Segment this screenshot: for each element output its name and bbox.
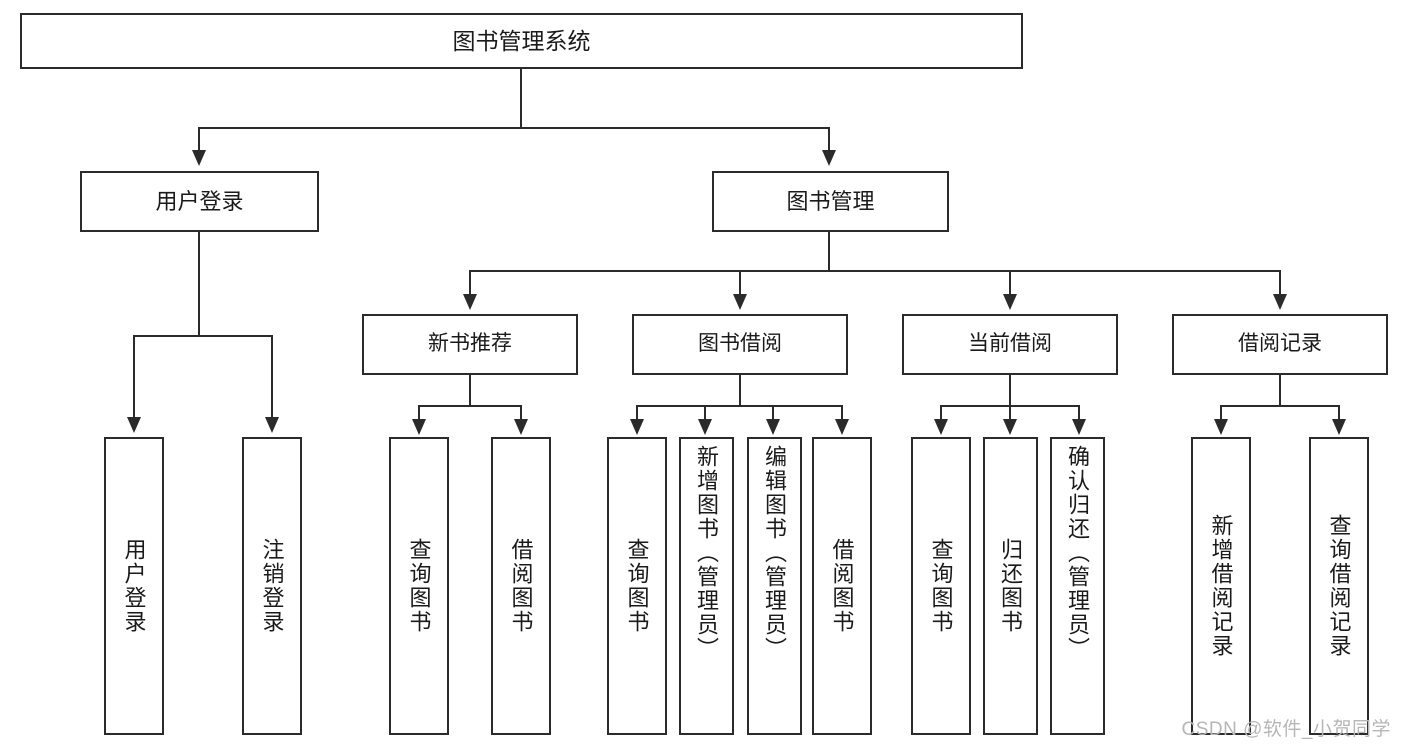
connector-borrow-record-stem: [1279, 375, 1281, 405]
leaf-book-borrow-edit-book-admin[interactable]: 编辑图书（管理员）: [747, 437, 802, 735]
node-label: 归还图书: [998, 538, 1024, 634]
connector-book-borrow-leaf-3: [772, 405, 774, 421]
leaf-borrow-record-query-record[interactable]: 查询借阅记录: [1309, 437, 1369, 735]
connector-current-borrow-leaf-3: [1078, 405, 1080, 421]
arrow-to-new-book-recommend: [463, 294, 477, 310]
node-label: 借阅图书: [508, 538, 534, 634]
connector-current-borrow-leaf-1: [940, 405, 942, 421]
node-label: 图书管理系统: [452, 27, 591, 54]
arrow-book-borrow-leaf-1: [630, 419, 644, 435]
node-label: 查询图书: [624, 538, 650, 634]
leaf-current-borrow-query-book[interactable]: 查询图书: [911, 437, 971, 735]
connector-user-login-leaf-1: [133, 335, 135, 419]
connector-to-borrow-record: [1279, 270, 1281, 296]
node-label: 新增图书（管理员）: [694, 445, 720, 661]
connector-new-book-recommend-bar: [418, 405, 522, 407]
node-label: 查询图书: [406, 538, 432, 634]
connector-root-stem: [520, 69, 522, 127]
connector-to-book-borrow: [739, 270, 741, 296]
leaf-user-login-login[interactable]: 用户登录: [104, 437, 164, 735]
node-label: 当前借阅: [968, 332, 1052, 356]
node-root-book-management-system[interactable]: 图书管理系统: [20, 13, 1023, 69]
node-label: 新增借阅记录: [1208, 514, 1234, 658]
connector-user-login-bar: [133, 335, 273, 337]
connector-book-borrow-leaf-4: [841, 405, 843, 421]
arrow-to-book-borrow: [733, 294, 747, 310]
arrow-current-borrow-leaf-1: [934, 419, 948, 435]
connector-borrow-record-leaf-1: [1220, 405, 1222, 421]
node-label: 图书借阅: [698, 332, 782, 356]
node-label: 查询图书: [928, 538, 954, 634]
connector-new-book-recommend-leaf-1: [418, 405, 420, 421]
connector-to-current-borrow: [1009, 270, 1011, 296]
node-label: 注销登录: [259, 538, 285, 634]
arrow-user-login-leaf-1: [127, 417, 141, 433]
connector-borrow-record-bar: [1220, 405, 1340, 407]
node-label: 新书推荐: [428, 332, 512, 356]
leaf-current-borrow-confirm-return-admin[interactable]: 确认归还（管理员）: [1050, 437, 1105, 735]
connector-to-new-book-recommend: [469, 270, 471, 296]
arrow-to-current-borrow: [1003, 294, 1017, 310]
arrow-borrow-record-leaf-1: [1214, 419, 1228, 435]
leaf-user-login-logout[interactable]: 注销登录: [242, 437, 302, 735]
leaf-book-borrow-borrow-book[interactable]: 借阅图书: [812, 437, 872, 735]
node-current-borrow[interactable]: 当前借阅: [902, 314, 1118, 375]
arrow-current-borrow-leaf-2: [1003, 419, 1017, 435]
connector-borrow-record-leaf-2: [1338, 405, 1340, 421]
leaf-book-borrow-add-book-admin[interactable]: 新增图书（管理员）: [679, 437, 734, 735]
node-borrow-record[interactable]: 借阅记录: [1172, 314, 1388, 375]
node-label: 用户登录: [121, 538, 147, 634]
node-book-management[interactable]: 图书管理: [712, 171, 949, 232]
arrow-book-borrow-leaf-4: [835, 419, 849, 435]
connector-user-login-stem: [198, 232, 200, 335]
connector-to-book-management: [828, 127, 830, 153]
node-label: 借阅图书: [829, 538, 855, 634]
arrow-to-borrow-record: [1273, 294, 1287, 310]
node-label: 借阅记录: [1238, 332, 1322, 356]
node-label: 图书管理: [786, 188, 875, 214]
connector-book-borrow-bar: [636, 405, 843, 407]
leaf-borrow-record-add-record[interactable]: 新增借阅记录: [1191, 437, 1251, 735]
connector-user-login-leaf-2: [271, 335, 273, 419]
connector-to-user-login: [198, 127, 200, 153]
arrow-current-borrow-leaf-3: [1072, 419, 1086, 435]
node-user-login[interactable]: 用户登录: [80, 171, 319, 232]
leaf-new-book-query-book[interactable]: 查询图书: [389, 437, 449, 735]
connector-book-borrow-stem: [739, 375, 741, 405]
arrow-new-book-recommend-leaf-1: [412, 419, 426, 435]
arrow-to-user-login: [192, 150, 206, 166]
connector-book-management-stem: [828, 232, 830, 270]
leaf-book-borrow-query-book[interactable]: 查询图书: [607, 437, 667, 735]
node-book-borrow[interactable]: 图书借阅: [632, 314, 848, 375]
connector-new-book-recommend-leaf-2: [520, 405, 522, 421]
arrow-book-borrow-leaf-2: [698, 419, 712, 435]
leaf-new-book-borrow-book[interactable]: 借阅图书: [491, 437, 551, 735]
connector-book-borrow-leaf-1: [636, 405, 638, 421]
connector-new-book-recommend-stem: [469, 375, 471, 405]
node-label: 用户登录: [155, 188, 244, 214]
arrow-to-book-management: [822, 150, 836, 166]
arrow-new-book-recommend-leaf-2: [514, 419, 528, 435]
connector-level3-bar: [469, 270, 1281, 272]
node-label: 确认归还（管理员）: [1065, 445, 1091, 661]
connector-level2-bar: [198, 127, 830, 129]
arrow-book-borrow-leaf-3: [766, 419, 780, 435]
node-label: 编辑图书（管理员）: [762, 445, 788, 661]
node-label: 查询借阅记录: [1326, 514, 1352, 658]
arrow-borrow-record-leaf-2: [1332, 419, 1346, 435]
leaf-current-borrow-return-book[interactable]: 归还图书: [983, 437, 1038, 735]
connector-current-borrow-leaf-2: [1009, 405, 1011, 421]
connector-current-borrow-stem: [1009, 375, 1011, 405]
connector-book-borrow-leaf-2: [704, 405, 706, 421]
arrow-user-login-leaf-2: [265, 417, 279, 433]
node-new-book-recommend[interactable]: 新书推荐: [362, 314, 578, 375]
